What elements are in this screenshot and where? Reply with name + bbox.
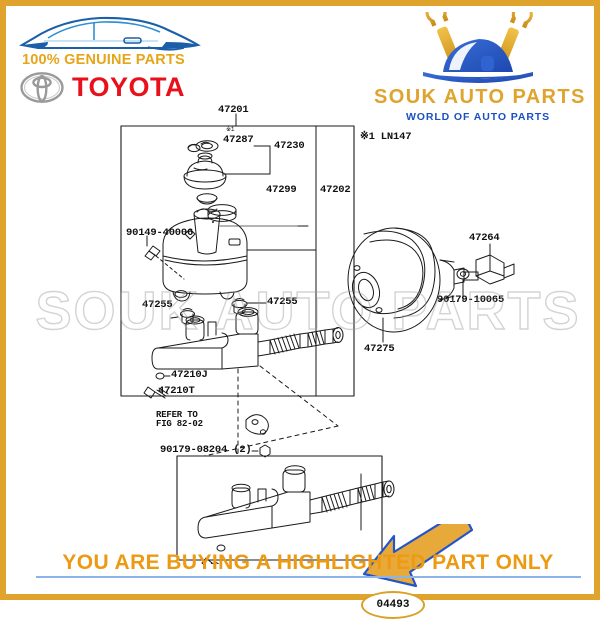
label-47287: 47287 [223, 134, 254, 146]
highlight-notice-rule [35, 576, 581, 578]
souk-wrench-car-logo-icon [423, 12, 533, 83]
label-refer-to-fig: REFER TO FIG 82-02 [156, 411, 203, 429]
refer-line-1: REFER TO [156, 410, 198, 420]
label-47287-mark: ※1 [226, 126, 235, 133]
label-90179-10065: 90179-10065 [437, 294, 505, 306]
label-47210J: 47210J [171, 369, 208, 381]
label-47230: 47230 [274, 140, 305, 152]
souk-store-tagline: WORLD OF AUTO PARTS [405, 111, 551, 123]
highlighted-part-drawing [176, 455, 395, 564]
label-47210T: 47210T [158, 385, 195, 397]
label-47275: 47275 [364, 343, 395, 355]
highlight-notice-text: YOU ARE BUYING A HIGHLIGHTED PART ONLY [62, 551, 554, 574]
parts-diagram-drawing [120, 113, 515, 458]
page-inner: 100% GENUINE PARTS TOYOTA [6, 6, 594, 619]
toyota-emblem-icon [20, 72, 64, 103]
highlight-part-code-text: 04493 [376, 599, 410, 611]
souk-store-name: SOUK AUTO PARTS [374, 86, 586, 108]
genuine-parts-block: 100% GENUINE PARTS TOYOTA [18, 14, 208, 103]
toyota-brand-row: TOYOTA [20, 72, 208, 103]
toyota-wordmark: TOYOTA [72, 72, 186, 102]
label-47255-left: 47255 [142, 299, 173, 311]
label-47201: 47201 [218, 104, 249, 116]
refer-line-2: FIG 82-02 [156, 419, 203, 429]
highlight-part-code: 04493 [361, 591, 425, 619]
label-90179-08204: 90179-08204 (2) [160, 444, 252, 456]
genuine-parts-text: 100% GENUINE PARTS [22, 52, 185, 68]
label-model-note: ※1 LN147 [360, 131, 412, 143]
label-90149-40006: 90149-40006 [126, 227, 194, 239]
label-47299: 47299 [266, 184, 297, 196]
label-47264: 47264 [469, 232, 500, 244]
souk-logo-block: SOUK AUTO PARTS WORLD OF AUTO PARTS [374, 12, 586, 123]
highlight-arrow-icon [362, 524, 473, 588]
label-47202: 47202 [320, 184, 351, 196]
highlight-notice: YOU ARE BUYING A HIGHLIGHTED PART ONLY [8, 551, 600, 578]
label-47255-right: 47255 [267, 296, 298, 308]
parts-diagram: 47201 ※1 47287 47230 47299 47202 ※1 LN14… [8, 104, 600, 619]
car-silhouette-icon [19, 16, 201, 51]
